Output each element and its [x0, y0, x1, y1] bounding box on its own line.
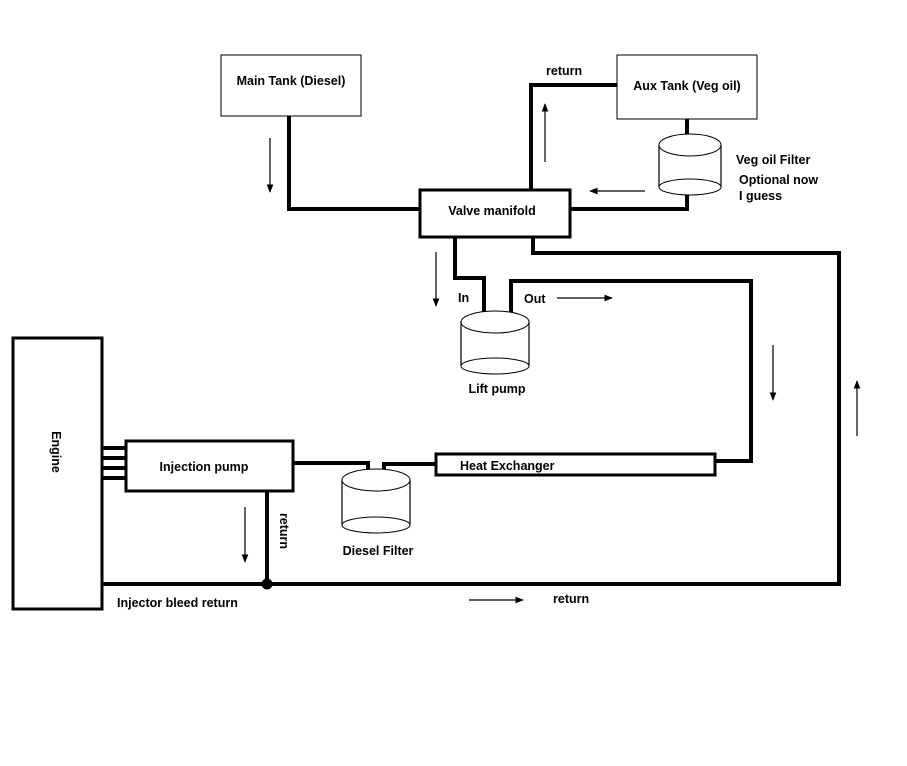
injection-pump: Injection pump: [124, 439, 295, 493]
engine-label: Engine: [49, 431, 63, 473]
manifold-to-lift-pump-line: [453, 238, 486, 317]
heat-exchanger-label: Heat Exchanger: [460, 459, 555, 473]
injector-bleed-return-label: Injector bleed return: [117, 596, 238, 610]
flow-arrows: [241, 103, 861, 604]
engine-connector-lines: [102, 446, 127, 480]
manifold-return-line: [102, 238, 841, 586]
veg-oil-filter: [658, 133, 722, 196]
heat-exchanger: Heat Exchanger: [434, 452, 717, 477]
lift-pump-label: Lift pump: [469, 382, 526, 396]
bottom-return-label: return: [553, 592, 589, 606]
junction-dot: [261, 578, 273, 590]
valve-manifold: Valve manifold: [418, 188, 572, 239]
lift-pump: [460, 310, 530, 375]
veg-oil-filter-label: Veg oil Filter: [736, 153, 810, 167]
main-tank-line: [287, 116, 420, 211]
veg-oil-filter-note-1: Optional now: [739, 173, 818, 187]
aux-return-label: return: [546, 64, 582, 78]
lift-pump-out-label: Out: [524, 292, 546, 306]
diesel-filter: [341, 468, 411, 534]
lift-pump-out-line: [509, 279, 753, 463]
engine: Engine: [11, 336, 104, 611]
lift-pump-in-label: In: [458, 291, 469, 305]
aux-return-line: [529, 83, 617, 190]
fuel-lines: [102, 83, 841, 590]
main-tank-label: Main Tank (Diesel): [237, 74, 346, 88]
veg-oil-filter-note-2: I guess: [739, 189, 782, 203]
aux-tank: Aux Tank (Veg oil): [616, 54, 758, 120]
injection-pump-label: Injection pump: [160, 460, 249, 474]
aux-tank-label: Aux Tank (Veg oil): [633, 79, 740, 93]
pump-return-label: return: [277, 513, 291, 549]
diesel-filter-label: Diesel Filter: [343, 544, 414, 558]
veg-filter-line: [570, 193, 689, 211]
valve-manifold-label: Valve manifold: [448, 204, 536, 218]
main-tank: Main Tank (Diesel): [220, 54, 362, 117]
